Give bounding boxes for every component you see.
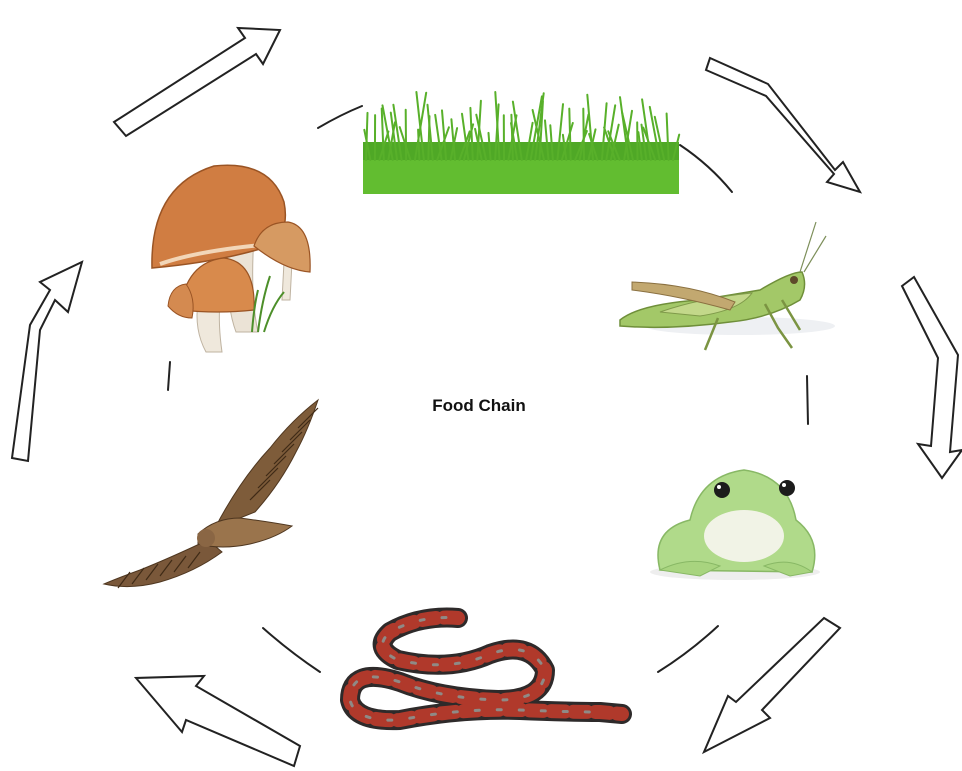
hawk-icon — [104, 400, 318, 588]
arrow-grasshopper-to-frog — [902, 277, 962, 478]
hawk-head — [197, 529, 215, 547]
grass-base-light — [363, 160, 679, 194]
arrow-hawk-to-mushroom — [12, 262, 82, 461]
frog-belly — [704, 510, 784, 562]
arrow-mushroom-to-grass — [114, 28, 280, 136]
grasshopper-icon — [620, 222, 835, 350]
arc-segment — [168, 362, 170, 390]
mushroom-icon — [152, 165, 310, 352]
grasshopper-antenna — [800, 222, 826, 272]
arrow-grass-to-grasshopper — [706, 58, 860, 192]
arrow-snake-to-hawk — [136, 676, 300, 766]
mushroom-cap-small — [168, 284, 193, 318]
arc-segment — [658, 626, 718, 672]
arc-segment — [318, 106, 362, 128]
arrow-frog-to-snake — [704, 618, 840, 752]
frog-eye — [779, 480, 795, 496]
grasshopper-eye — [790, 276, 798, 284]
arc-segment — [680, 145, 732, 192]
grass-blade — [569, 109, 570, 160]
hawk-wing-lower — [104, 540, 222, 587]
grass-icon — [363, 92, 679, 194]
arc-segment — [263, 628, 320, 672]
frog-icon — [650, 470, 820, 580]
snake-icon — [350, 618, 622, 721]
grass-blade — [418, 130, 419, 160]
hawk-wing-upper — [215, 400, 318, 528]
frog-eye-shine — [717, 485, 721, 489]
grass-blade — [583, 109, 584, 160]
diagram-title: Food Chain — [432, 396, 525, 415]
frog-eye — [714, 482, 730, 498]
arc-segment — [807, 376, 808, 424]
frog-eye-shine — [782, 483, 786, 487]
